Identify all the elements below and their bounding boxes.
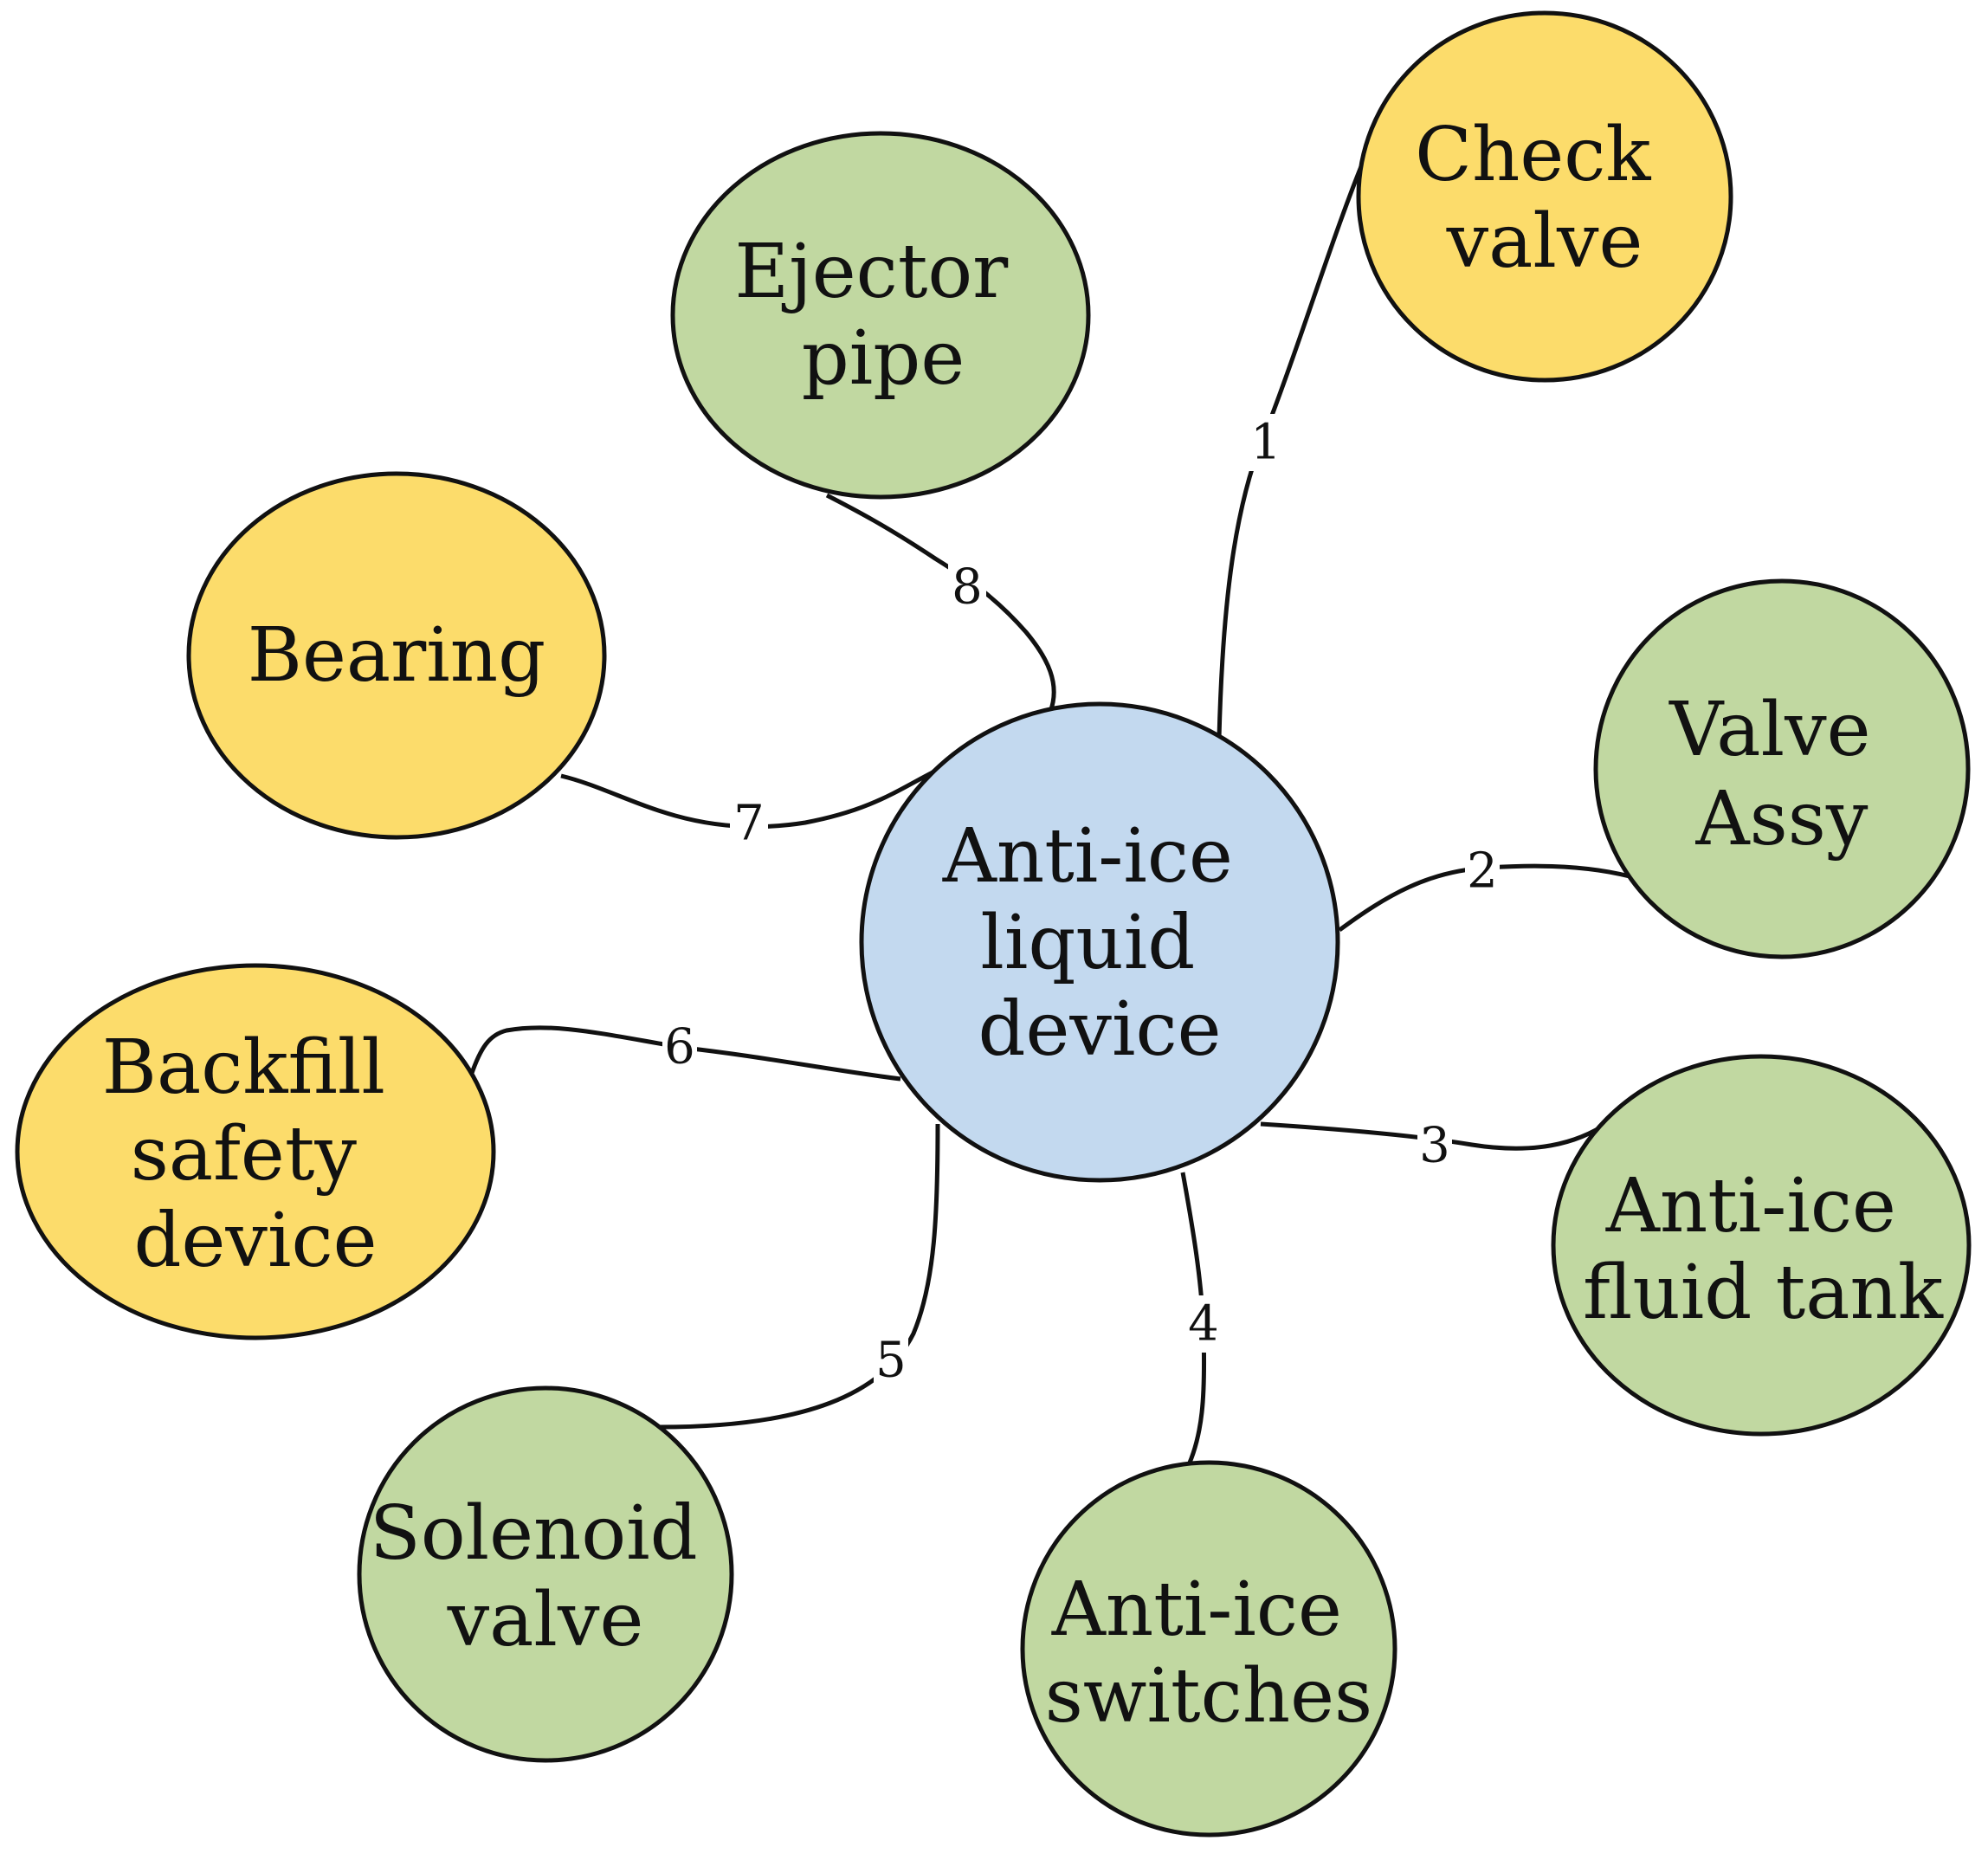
node-bearing: Bearing	[186, 471, 607, 840]
edge-3	[1260, 1120, 1610, 1151]
edge-label-3-text: 3	[1419, 1118, 1450, 1174]
node-valve-assy-line-2: Assy	[1695, 776, 1869, 862]
node-solenoid-valve-label: Solenoid valve	[370, 1490, 721, 1663]
node-ejector-pipe-line-2: pipe	[802, 315, 965, 402]
node-bearing-shape	[186, 471, 607, 840]
edge-labels-layer: 1 2 3 4 5 6 7 8	[662, 414, 1500, 1389]
node-check-valve-line-1: Check	[1415, 112, 1651, 198]
node-backfill-safety-device: Backfill safety device	[15, 963, 496, 1340]
edge-label-7-bg	[730, 795, 768, 852]
edge-label-4-text: 4	[1188, 1296, 1219, 1353]
center-node-line-2: liquid	[980, 900, 1195, 986]
edge-label-5: 5	[874, 1332, 908, 1389]
edge-label-1-text: 1	[1250, 415, 1281, 471]
edge-label-2-bg	[1465, 843, 1500, 900]
node-backfill-safety-device-line-2: safety	[131, 1111, 358, 1198]
edge-label-7-text: 7	[733, 796, 765, 852]
node-valve-assy: Valve Assy	[1593, 578, 1971, 959]
node-bearing-line-1: Bearing	[248, 612, 545, 699]
node-bearing-label: Bearing	[248, 612, 545, 699]
node-backfill-safety-device-line-3: device	[133, 1198, 377, 1284]
node-check-valve-shape	[1356, 10, 1733, 383]
node-anti-ice-fluid-tank-line-1: Anti-ice	[1605, 1163, 1896, 1250]
center-node-label: Anti-ice liquid device	[942, 813, 1257, 1073]
node-solenoid-valve: Solenoid valve	[357, 1385, 734, 1763]
node-valve-assy-line-1: Valve	[1668, 687, 1870, 773]
edge-label-5-bg	[874, 1332, 908, 1389]
center-node: Anti-ice liquid device	[859, 701, 1340, 1183]
center-node-line-1: Anti-ice	[942, 813, 1233, 900]
node-check-valve-label: Check valve	[1415, 112, 1675, 285]
edge-label-3-bg	[1417, 1117, 1452, 1174]
edge-label-6-bg	[662, 1018, 697, 1075]
edge-label-6-text: 6	[664, 1019, 695, 1075]
node-backfill-safety-device-line-1: Backfill	[102, 1024, 385, 1111]
node-anti-ice-fluid-tank-line-2: fluid tank	[1583, 1250, 1944, 1336]
edge-label-8-text: 8	[952, 559, 983, 616]
node-anti-ice-switches-shape	[1020, 1460, 1397, 1837]
node-ejector-pipe-label: Ejector pipe	[734, 229, 1031, 402]
edge-label-8-bg	[948, 559, 986, 616]
edge-label-8: 8	[948, 559, 986, 616]
edge-label-5-text: 5	[875, 1333, 907, 1389]
node-check-valve-line-2: valve	[1446, 198, 1643, 285]
edge-label-3: 3	[1417, 1117, 1452, 1174]
node-anti-ice-fluid-tank: Anti-ice fluid tank	[1551, 1054, 1972, 1437]
node-anti-ice-switches-label: Anti-ice switches	[1045, 1566, 1372, 1740]
node-anti-ice-switches-line-2: switches	[1045, 1653, 1372, 1740]
node-solenoid-valve-line-2: valve	[447, 1577, 644, 1663]
node-backfill-safety-device-label: Backfill safety device	[102, 1024, 409, 1284]
edge-label-1-bg	[1249, 414, 1283, 471]
node-ejector-pipe: Ejector pipe	[670, 131, 1091, 500]
edge-label-4-bg	[1184, 1295, 1223, 1353]
edge-label-2: 2	[1465, 843, 1500, 900]
center-node-line-3: device	[978, 986, 1221, 1073]
edge-label-1: 1	[1249, 414, 1283, 471]
node-anti-ice-fluid-tank-label: Anti-ice fluid tank	[1583, 1163, 1944, 1336]
node-backfill-safety-device-shape	[15, 963, 496, 1340]
edge-6	[468, 1025, 901, 1082]
edge-label-2-text: 2	[1467, 843, 1498, 900]
node-ejector-pipe-line-1: Ejector	[734, 229, 1009, 315]
center-node-shape	[859, 701, 1340, 1183]
node-anti-ice-switches: Anti-ice switches	[1020, 1460, 1397, 1837]
edge-5	[659, 1123, 940, 1430]
node-solenoid-valve-shape	[357, 1385, 734, 1763]
node-anti-ice-switches-line-1: Anti-ice	[1051, 1566, 1342, 1653]
node-anti-ice-fluid-tank-shape	[1551, 1054, 1972, 1437]
node-solenoid-valve-line-1: Solenoid	[370, 1490, 698, 1577]
node-ejector-pipe-shape	[670, 131, 1091, 500]
node-check-valve: Check valve	[1356, 10, 1733, 383]
edge-label-4: 4	[1184, 1295, 1223, 1353]
edge-label-6: 6	[662, 1018, 697, 1075]
node-valve-assy-label: Valve Assy	[1668, 687, 1894, 862]
edge-label-7: 7	[730, 795, 768, 852]
node-valve-assy-shape	[1593, 578, 1971, 959]
